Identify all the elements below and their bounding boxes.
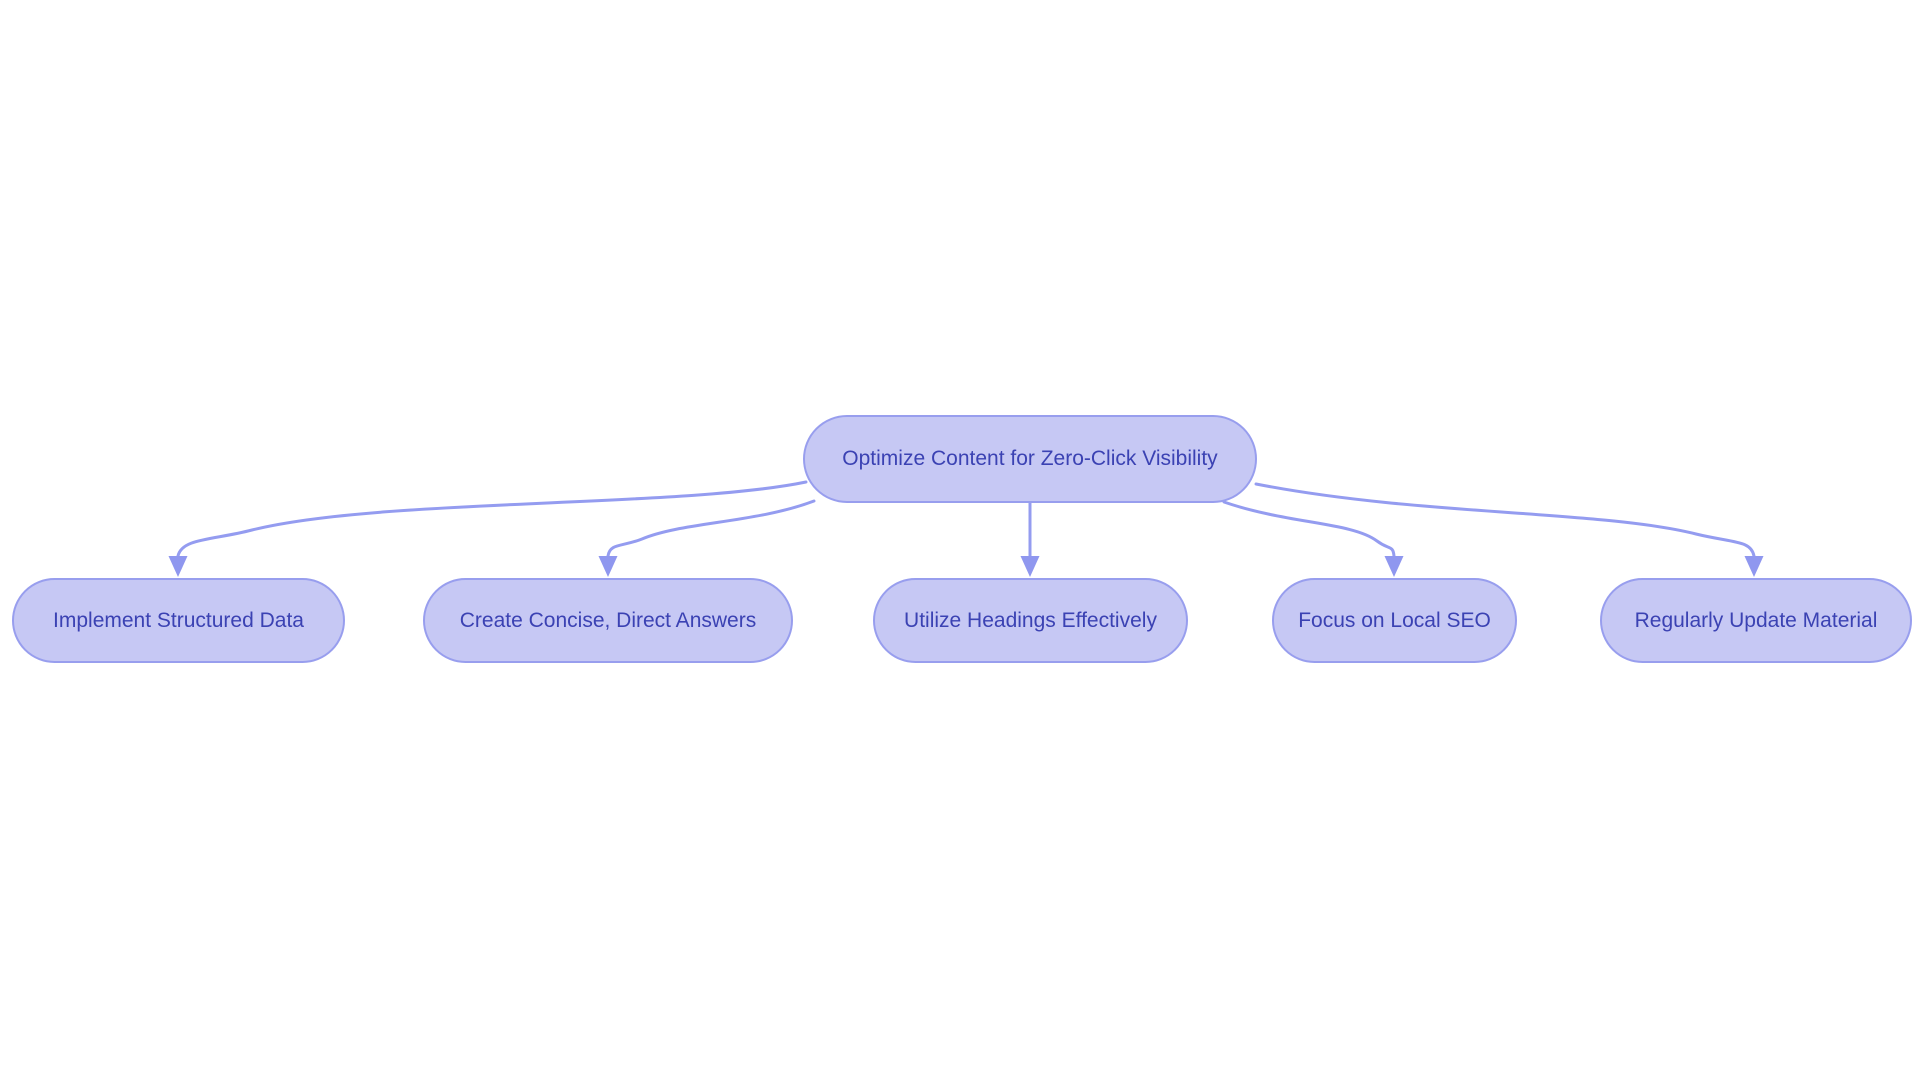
edge-root-to-child-3 bbox=[1222, 500, 1396, 558]
arrowhead-child-1-icon bbox=[598, 556, 618, 577]
child-node-implement-structured-data: Implement Structured Data bbox=[12, 578, 345, 663]
edge-root-to-child-0 bbox=[176, 480, 808, 558]
child-node-label: Implement Structured Data bbox=[53, 608, 304, 632]
child-node-label: Create Concise, Direct Answers bbox=[459, 608, 757, 632]
root-node-label: Optimize Content for Zero-Click Visibili… bbox=[842, 447, 1218, 471]
arrowhead-child-4-icon bbox=[1744, 556, 1764, 577]
child-node-label: Focus on Local SEO bbox=[1298, 608, 1491, 632]
arrowhead-child-0-icon bbox=[168, 556, 188, 577]
edge-root-to-child-4 bbox=[1254, 482, 1756, 558]
edge-root-to-child-1 bbox=[606, 499, 816, 558]
child-node-focus-on-local-seo: Focus on Local SEO bbox=[1272, 578, 1517, 663]
arrowhead-child-3-icon bbox=[1384, 556, 1404, 577]
root-node: Optimize Content for Zero-Click Visibili… bbox=[803, 415, 1257, 503]
arrowhead-child-2-icon bbox=[1020, 556, 1040, 577]
child-node-create-concise-direct-answers: Create Concise, Direct Answers bbox=[423, 578, 793, 663]
child-node-label: Regularly Update Material bbox=[1634, 608, 1878, 632]
child-node-regularly-update-material: Regularly Update Material bbox=[1600, 578, 1912, 663]
child-node-utilize-headings-effectively: Utilize Headings Effectively bbox=[873, 578, 1188, 663]
child-node-label: Utilize Headings Effectively bbox=[904, 608, 1157, 632]
